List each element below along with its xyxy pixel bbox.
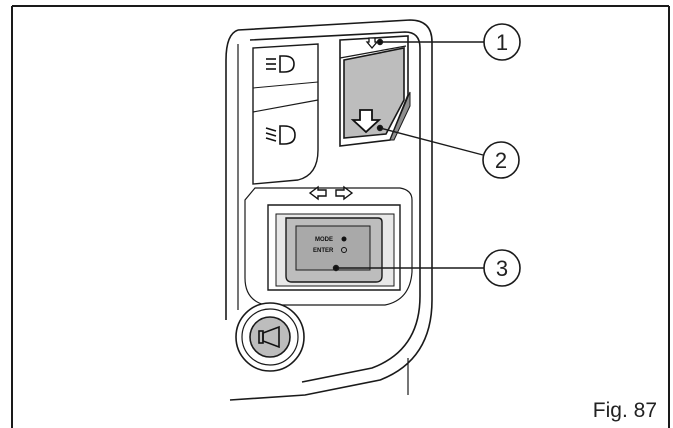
arrow-down-icon [350,109,382,134]
horn-icon [258,325,280,349]
high-beam-icon [266,55,295,73]
low-beam-icon [265,125,296,145]
callout-1-label: 1 [496,30,508,55]
mode-enter-button [285,217,383,283]
callout-1: 1 [483,23,521,61]
horn-button [235,302,305,372]
callout-2: 2 [482,141,520,179]
arrow-left-icon [308,185,327,201]
light-switch [252,43,319,185]
switch-housing [225,19,433,401]
arrow-up-icon [365,37,379,50]
callout-3-label: 3 [496,256,508,281]
mode-label: MODE [315,237,333,243]
figure-label: Fig. 87 [593,399,657,422]
enter-dot [341,247,347,253]
arrow-right-icon [335,185,354,201]
page-border [11,5,670,428]
callout-3: 3 [483,249,521,287]
callout-leaders [332,38,484,272]
callout-2-label: 2 [495,148,507,173]
enter-label: ENTER [313,248,334,254]
mode-dot [341,236,347,242]
flash-switch [339,35,411,147]
